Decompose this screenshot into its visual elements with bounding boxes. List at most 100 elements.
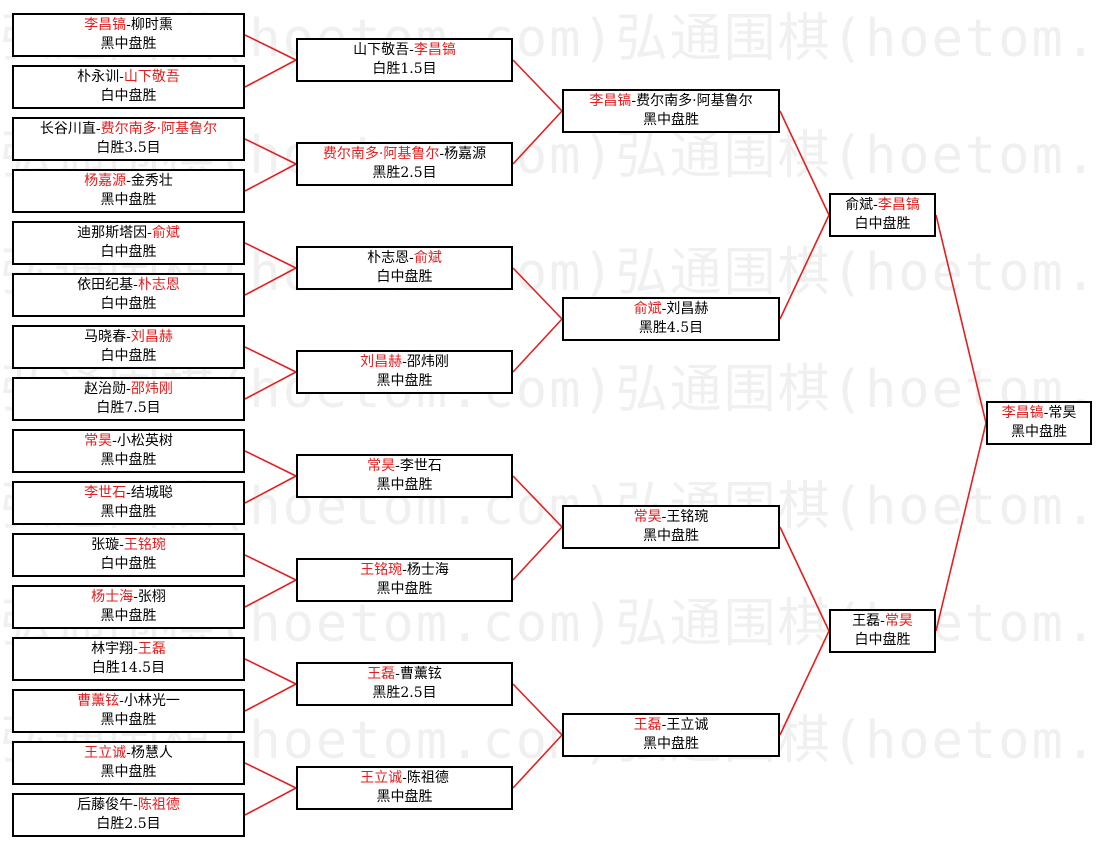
versus-dash: - <box>873 197 878 213</box>
player-2: 柳时熏 <box>130 17 173 33</box>
connector-line <box>244 450 297 477</box>
match-result: 黑中盘胜 <box>376 373 433 389</box>
player-2: 李昌镐 <box>877 197 920 213</box>
connector-line <box>779 630 830 736</box>
round1-match-box: 王立诚-杨慧人黑中盘胜 <box>12 741 245 785</box>
match-players: 朴志恩-俞斌 <box>367 249 442 268</box>
versus-dash: - <box>126 381 131 397</box>
player-1: 王立诚 <box>84 745 127 761</box>
connector-line <box>512 267 563 320</box>
round1-match-box: 杨士海-张栩黑中盘胜 <box>12 585 245 629</box>
player-1: 依田纪基 <box>77 277 134 293</box>
connector-line <box>512 110 563 165</box>
player-1: 常昊 <box>84 433 113 449</box>
round3-match-box: 李昌镐-费尔南多·阿基鲁尔黑中盘胜 <box>562 89 780 133</box>
match-result: 白中盘胜 <box>854 216 911 232</box>
connector-line <box>244 554 297 581</box>
connector-line <box>512 59 563 112</box>
connector-line <box>244 242 297 269</box>
connector-line <box>244 59 297 88</box>
versus-dash: - <box>133 797 138 813</box>
round1-match-box: 李世石-结城聪黑中盘胜 <box>12 481 245 525</box>
match-players: 迪那斯塔因-俞斌 <box>77 224 180 243</box>
round1-match-box: 曹薰铉-小林光一黑中盘胜 <box>12 689 245 733</box>
connector-line <box>935 214 987 424</box>
round2-match-box: 山下敬吾-李昌镐白胜1.5目 <box>296 38 513 82</box>
player-1: 李昌镐 <box>589 93 632 109</box>
player-1: 后藤俊午 <box>77 797 134 813</box>
match-players: 朴永训-山下敬吾 <box>77 68 180 87</box>
versus-dash: - <box>126 173 131 189</box>
player-2: 王立诚 <box>666 717 709 733</box>
match-players: 刘昌赫-邵炜刚 <box>360 353 449 372</box>
match-result: 白胜2.5目 <box>96 816 161 832</box>
match-players: 常昊-李世石 <box>367 457 442 476</box>
versus-dash: - <box>395 666 400 682</box>
versus-dash: - <box>661 717 667 733</box>
player-1: 山下敬吾 <box>353 42 410 58</box>
player-2: 朴志恩 <box>137 277 180 293</box>
match-players: 李昌镐-常昊 <box>1002 404 1077 423</box>
player-1: 李昌镐 <box>1001 405 1044 421</box>
match-players: 王磊-王立诚 <box>634 716 709 735</box>
player-1: 林宇翔 <box>91 641 134 657</box>
match-players: 依田纪基-朴志恩 <box>77 276 180 295</box>
match-result: 黑中盘胜 <box>376 581 433 597</box>
match-result: 黑中盘胜 <box>643 736 699 752</box>
match-result: 白中盘胜 <box>100 244 157 260</box>
match-result: 白中盘胜 <box>100 556 157 572</box>
versus-dash: - <box>133 277 138 293</box>
player-1: 朴志恩 <box>367 250 410 266</box>
player-2: 俞斌 <box>413 250 442 266</box>
match-players: 俞斌-刘昌赫 <box>634 300 709 319</box>
connector-line <box>244 138 297 165</box>
match-result: 白胜7.5目 <box>96 400 161 416</box>
player-1: 常昊 <box>633 509 662 525</box>
player-1: 王磊 <box>367 666 396 682</box>
match-result: 黑中盘胜 <box>100 452 157 468</box>
player-2: 陈祖德 <box>137 797 180 813</box>
player-2: 陈祖德 <box>406 770 449 786</box>
match-result: 黑中盘胜 <box>100 712 157 728</box>
player-2: 张栩 <box>137 589 166 605</box>
versus-dash: - <box>126 329 131 345</box>
match-result: 白胜14.5目 <box>91 660 166 676</box>
round2-match-box: 常昊-李世石黑中盘胜 <box>296 454 513 498</box>
versus-dash: - <box>409 42 414 58</box>
player-1: 常昊 <box>367 458 396 474</box>
match-players: 王铭琬-杨士海 <box>360 561 449 580</box>
versus-dash: - <box>147 225 152 241</box>
connector-line <box>512 475 563 528</box>
match-players: 李昌镐-费尔南多·阿基鲁尔 <box>589 92 752 111</box>
player-1: 曹薰铉 <box>77 693 120 709</box>
player-2: 刘昌赫 <box>666 301 709 317</box>
versus-dash: - <box>119 69 124 85</box>
versus-dash: - <box>402 354 407 370</box>
connector-line <box>244 762 297 789</box>
versus-dash: - <box>439 146 445 162</box>
match-players: 王立诚-杨慧人 <box>84 744 173 763</box>
match-result: 黑中盘胜 <box>100 764 157 780</box>
round1-match-box: 林宇翔-王磊白胜14.5目 <box>12 637 245 681</box>
player-1: 李昌镐 <box>84 17 127 33</box>
match-players: 长谷川直-费尔南多·阿基鲁尔 <box>40 120 217 139</box>
match-result: 黑胜4.5目 <box>638 320 704 336</box>
round1-match-box: 长谷川直-费尔南多·阿基鲁尔白胜3.5目 <box>12 117 245 161</box>
versus-dash: - <box>95 121 101 137</box>
match-players: 后藤俊午-陈祖德 <box>77 796 180 815</box>
versus-dash: - <box>661 509 667 525</box>
player-1: 费尔南多·阿基鲁尔 <box>322 146 440 162</box>
player-1: 张璇 <box>91 537 120 553</box>
versus-dash: - <box>402 562 407 578</box>
player-2: 常昊 <box>884 613 913 629</box>
match-result: 白中盘胜 <box>100 296 157 312</box>
player-1: 王铭琬 <box>360 562 403 578</box>
player-2: 李世石 <box>399 458 442 474</box>
match-result: 白胜3.5目 <box>96 140 161 156</box>
match-result: 白中盘胜 <box>100 88 157 104</box>
connector-line <box>512 683 563 736</box>
player-2: 曹薰铉 <box>399 666 442 682</box>
player-1: 李世石 <box>84 485 127 501</box>
round2-match-box: 王铭琬-杨士海黑中盘胜 <box>296 558 513 602</box>
round1-match-box: 杨嘉源-金秀壮黑中盘胜 <box>12 169 245 213</box>
